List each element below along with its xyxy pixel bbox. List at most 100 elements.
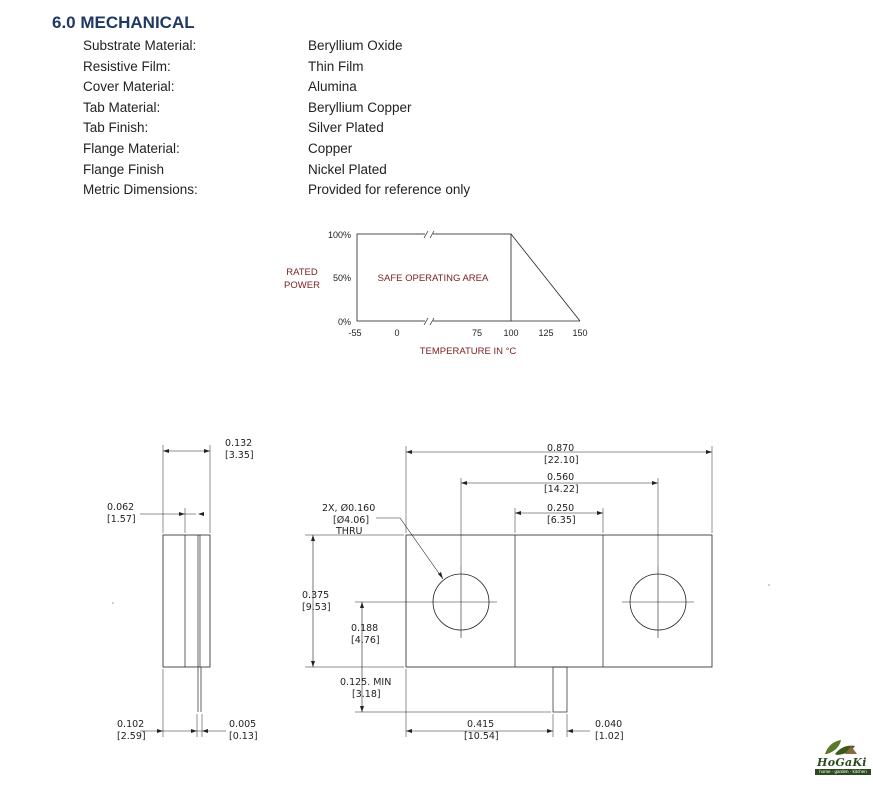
soa-y-label-line1: RATED: [286, 267, 318, 278]
soa-x-tick: 100: [503, 328, 518, 338]
spec-value: Provided for reference only: [308, 182, 471, 198]
hole-note-leader: [399, 517, 444, 580]
soa-derating-chart: 100% 50% 0% -55 0 75 100 125 150 RATED P…: [284, 230, 588, 357]
arrowhead: [179, 512, 185, 516]
arrowhead: [461, 481, 467, 485]
dim-tab-width-mm: [6.35]: [547, 515, 576, 526]
arrowhead: [311, 661, 315, 667]
spec-value: Beryllium Oxide: [308, 38, 403, 53]
spec-label: Tab Material:: [83, 99, 161, 115]
arrowhead: [438, 572, 443, 579]
dim-tab-offset: 0.415: [467, 719, 494, 730]
dim-tab-thickness-mm: [0.13]: [229, 731, 258, 742]
dim-hole-spacing-mm: [14.22]: [544, 484, 579, 495]
hole-note-line2: [Ø4.06]: [333, 515, 369, 526]
soa-area-label: SAFE OPERATING AREA: [378, 273, 489, 284]
spec-label: Resistive Film:: [83, 58, 171, 74]
dim-total-thickness-mm: [3.35]: [225, 450, 254, 461]
soa-derating-line: [510, 233, 581, 322]
dim-tab-offset-mm: [10.54]: [464, 731, 499, 742]
arrowhead: [311, 535, 315, 541]
dim-cover-thickness-mm: [1.57]: [107, 514, 136, 525]
soa-x-tick: 150: [572, 328, 587, 338]
arrowhead: [515, 511, 521, 515]
dim-width-mm: [9.53]: [302, 602, 331, 613]
dim-flange-thickness-mm: [2.59]: [117, 731, 146, 742]
arrowhead: [202, 729, 208, 733]
arrowhead: [406, 450, 412, 454]
arrowhead: [706, 450, 712, 454]
spec-label: Flange Finish: [83, 161, 165, 177]
dim-lead-width-mm: [1.02]: [595, 731, 624, 742]
side-view-dimensions: 0.132 [3.35] 0.062 [1.57] 0.102 [2.59] 0…: [107, 438, 258, 742]
dim-tab-length: 0.125. MIN: [340, 677, 391, 688]
side-view-body: [162, 534, 211, 668]
soa-y-tick: 50%: [333, 273, 351, 283]
dim-hole-center-mm: [4.76]: [351, 635, 380, 646]
soa-x-tick: 125: [538, 328, 553, 338]
spec-label: Tab Finish:: [83, 120, 149, 136]
dim-lead-width: 0.040: [595, 719, 622, 730]
top-view-drawing: [305, 446, 713, 737]
logo-tagline: home · garden · kitchen: [815, 769, 871, 775]
dim-tab-width: 0.250: [547, 503, 574, 514]
top-view-lead: [552, 666, 568, 713]
hole-note-line3: THRU: [335, 526, 363, 537]
arrowhead: [360, 602, 364, 608]
spec-value: Silver Plated: [308, 120, 384, 136]
dim-flange-thickness: 0.102: [117, 719, 144, 730]
soa-break-mask-top: [425, 230, 433, 238]
arrowhead: [198, 512, 204, 516]
scan-speck: [768, 584, 770, 586]
spec-value: Thin Film: [308, 58, 364, 74]
spec-value: Nickel Plated: [308, 161, 387, 177]
arrowhead: [547, 729, 553, 733]
spec-label: Cover Material:: [83, 79, 175, 95]
arrowhead: [406, 729, 412, 733]
dim-hole-spacing: 0.560: [547, 472, 574, 483]
dim-overall-length-mm: [22.10]: [544, 455, 579, 466]
arrowhead: [652, 481, 658, 485]
soa-x-tick: 75: [472, 328, 482, 338]
dim-tab-thickness: 0.005: [229, 719, 256, 730]
dim-width: 0.375: [302, 590, 329, 601]
leaf-icon: [825, 740, 857, 755]
spec-value: Copper: [308, 141, 353, 156]
side-view-drawing: [140, 445, 226, 737]
spec-value: Beryllium Copper: [308, 99, 412, 115]
arrowhead: [157, 729, 163, 733]
top-view-dimensions: 0.870 [22.10] 0.560 [14.22] 0.250 [6.35]…: [302, 443, 624, 742]
soa-x-label: TEMPERATURE IN °C: [420, 346, 517, 357]
dim-cover-thickness: 0.062: [107, 502, 134, 513]
soa-y-label-line2: POWER: [284, 280, 320, 291]
dim-tab-length-mm: [3.18]: [352, 689, 381, 700]
arrowhead: [163, 449, 169, 453]
arrowhead: [204, 449, 210, 453]
top-view-body: [405, 534, 713, 668]
section-title: 6.0 MECHANICAL: [52, 13, 195, 32]
soa-break-mask-bottom: [425, 317, 433, 325]
spec-label: Substrate Material:: [83, 38, 197, 53]
dim-overall-length: 0.870: [547, 443, 574, 454]
arrowhead: [567, 729, 573, 733]
spec-label: Metric Dimensions:: [83, 182, 198, 198]
soa-axis-break-bottom: [423, 317, 435, 326]
hole-note-line1: 2X, Ø0.160: [322, 503, 375, 514]
arrowhead: [597, 511, 603, 515]
soa-axis-break-top: [423, 230, 435, 239]
soa-area-box: [356, 233, 512, 322]
scan-speck: [112, 602, 114, 604]
dimension-arrows: [157, 449, 712, 733]
hogaki-logo: HoGaKi home · garden · kitchen: [815, 736, 871, 776]
soa-x-tick: 0: [394, 328, 399, 338]
arrowhead: [360, 706, 364, 712]
dim-hole-center: 0.188: [351, 623, 378, 634]
arrowhead: [191, 729, 197, 733]
dim-total-thickness: 0.132: [225, 438, 252, 449]
soa-y-tick: 100%: [328, 230, 351, 240]
soa-y-tick: 0%: [338, 317, 351, 327]
soa-x-tick: -55: [348, 328, 361, 338]
spec-value: Alumina: [308, 79, 357, 95]
logo-name: HoGaKi: [817, 756, 867, 769]
